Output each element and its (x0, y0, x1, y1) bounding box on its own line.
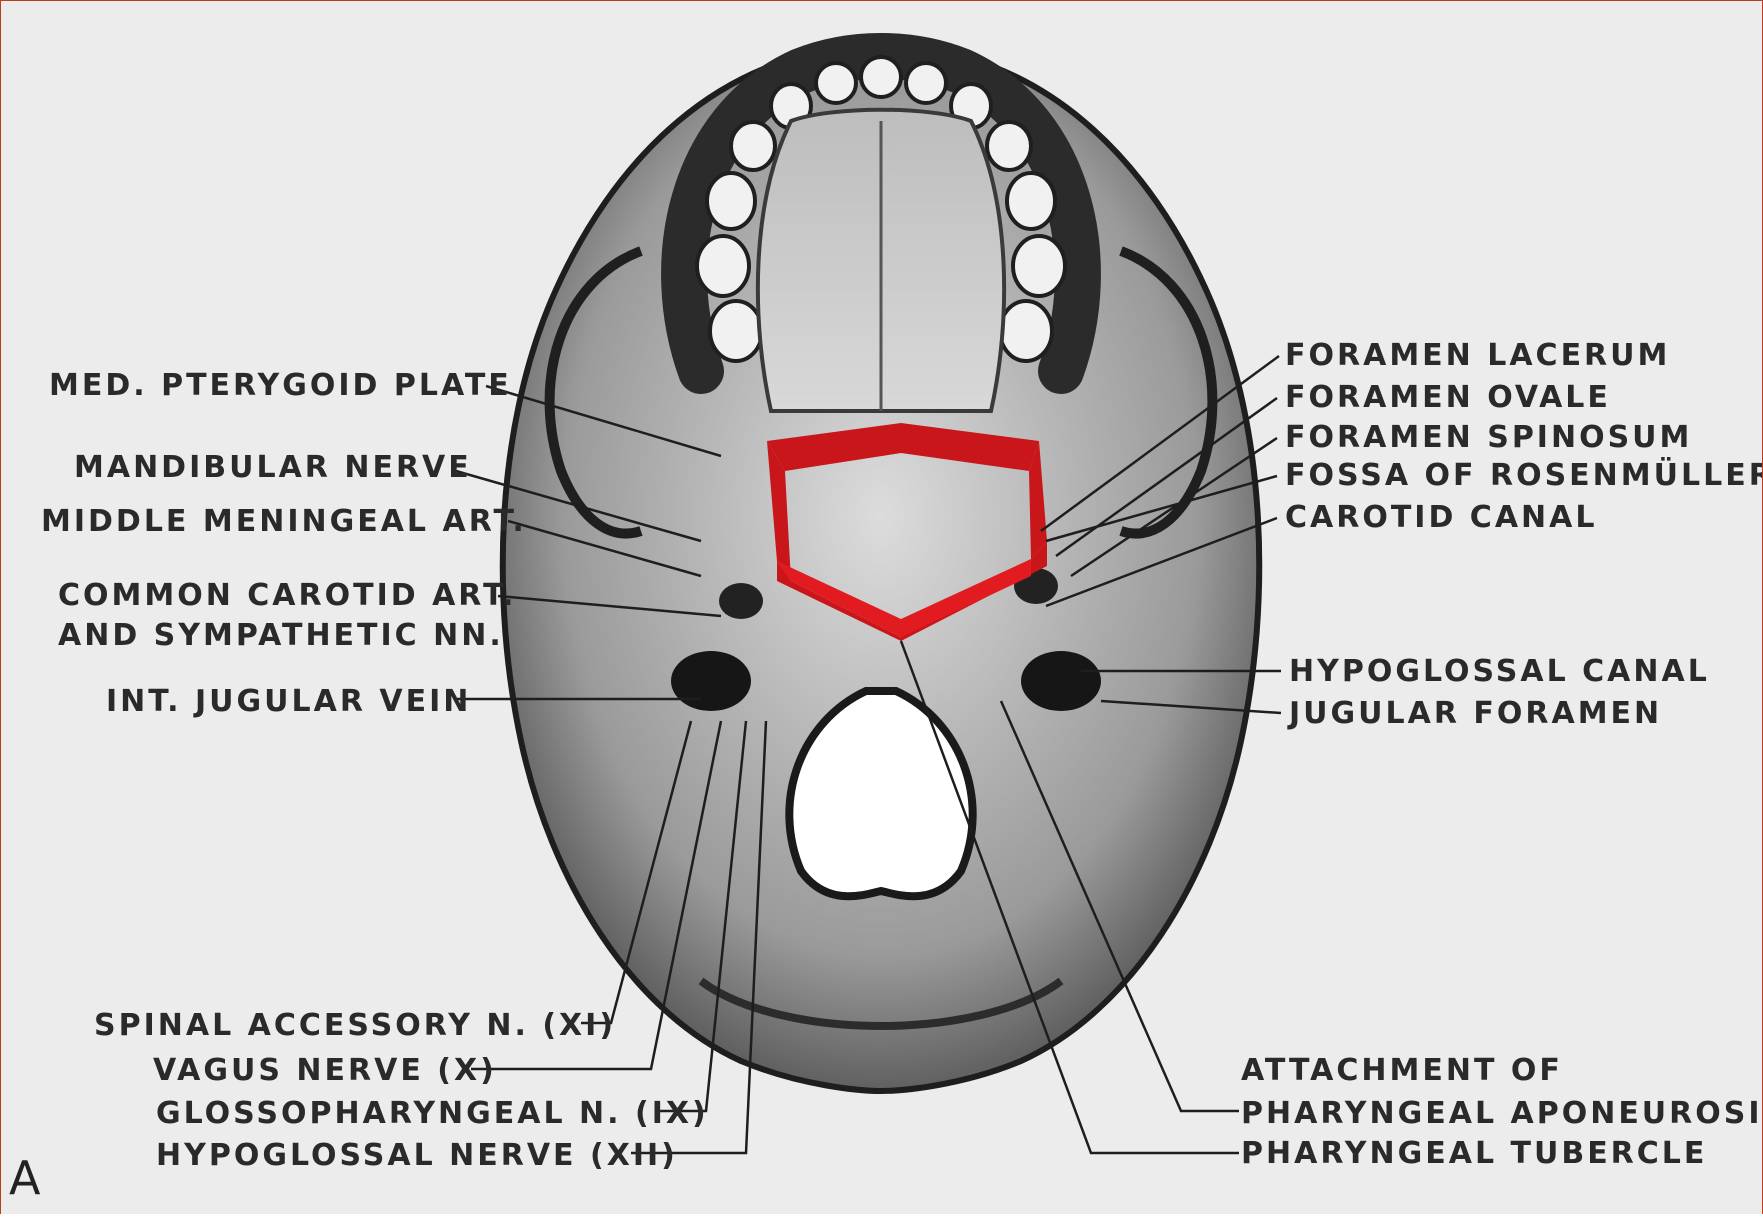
label-hypoglossal-nerve: HYPOGLOSSAL NERVE (XII) (156, 1141, 678, 1171)
label-mandibular-nerve: MANDIBULAR NERVE (74, 453, 472, 483)
right-jugular-foramen (1021, 651, 1101, 711)
label-and-sympathetic-nn: AND SYMPATHETIC NN. (58, 621, 504, 651)
label-hypoglossal-canal: HYPOGLOSSAL CANAL (1289, 657, 1710, 687)
left-jugular-foramen (671, 651, 751, 711)
label-foramen-ovale: FORAMEN OVALE (1285, 383, 1611, 413)
label-med-pterygoid-plate: MED. PTERYGOID PLATE (49, 371, 512, 401)
bottom-margin (0, 1214, 1763, 1224)
label-vagus-nerve: VAGUS NERVE (X) (153, 1056, 497, 1086)
left-carotid-canal (719, 583, 763, 619)
label-fossa-of-rosenmuller: FOSSA OF ROSENMÜLLER (1285, 461, 1763, 491)
label-foramen-lacerum: FORAMEN LACERUM (1285, 341, 1670, 371)
label-carotid-canal: CAROTID CANAL (1285, 503, 1598, 533)
label-spinal-accessory-n: SPINAL ACCESSORY N. (XI) (94, 1011, 616, 1041)
label-pharyngeal-tubercle: PHARYNGEAL TUBERCLE (1241, 1139, 1707, 1169)
label-pharyngeal-aponeurosis: PHARYNGEAL APONEUROSIS (1241, 1099, 1763, 1129)
label-foramen-spinosum: FORAMEN SPINOSUM (1285, 423, 1692, 453)
label-common-carotid-art: COMMON CAROTID ART. (58, 581, 516, 611)
label-glossopharyngeal-n: GLOSSOPHARYNGEAL N. (IX) (156, 1099, 709, 1129)
label-jugular-foramen: JUGULAR FORAMEN (1289, 699, 1662, 729)
label-int-jugular-vein: INT. JUGULAR VEIN (106, 687, 471, 717)
label-middle-meningeal-art: MIDDLE MENINGEAL ART. (41, 507, 527, 537)
panel-label: A (9, 1151, 40, 1205)
label-attachment-of: ATTACHMENT OF (1241, 1056, 1563, 1086)
